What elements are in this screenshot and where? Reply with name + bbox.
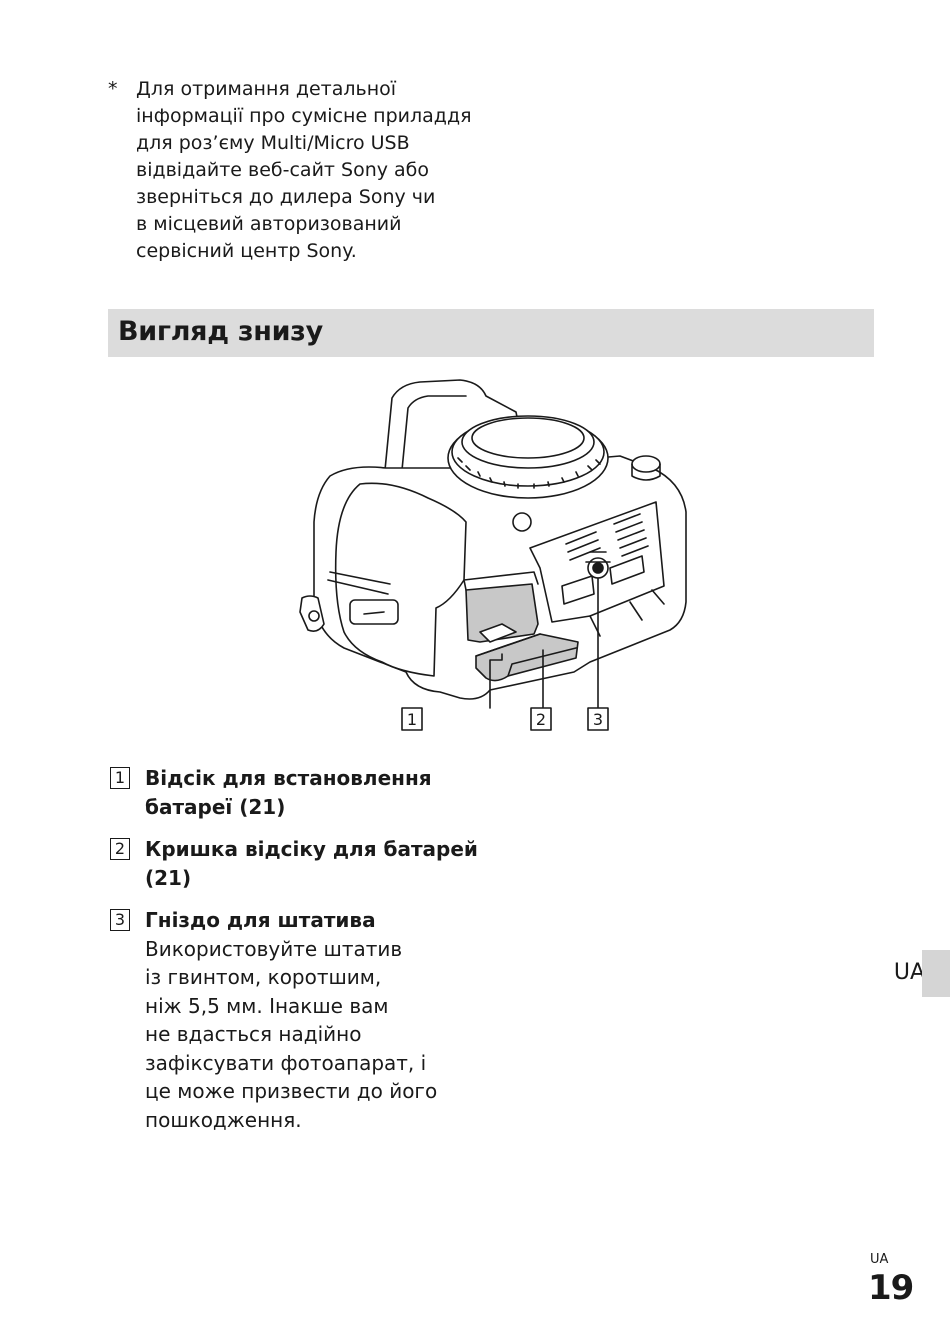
strap-lug	[299, 595, 325, 632]
footnote-marker: *	[108, 78, 118, 100]
callout-box-2	[530, 707, 552, 731]
footnote-line: сервісний центр Sony.	[136, 240, 357, 262]
footnote: * Для отримання детальної інформації про…	[108, 76, 528, 265]
item-title: Гніздо для штатива	[145, 908, 376, 932]
callout-1: 1	[407, 710, 417, 729]
camera-bottom-illustration: 1 2 3	[290, 372, 710, 736]
af-button	[512, 512, 532, 532]
footnote-line: відвідайте веб-сайт Sony або	[136, 159, 430, 181]
footnote-line: для роз’єму Multi/Micro USB	[136, 132, 410, 154]
footnote-line: інформації про сумісне приладдя	[136, 105, 472, 127]
camera-drawing: 1 2 3	[299, 379, 687, 731]
language-tab-label: UA	[893, 960, 925, 985]
parts-item: 3 Гніздо для штатива Використовуйте штат…	[110, 906, 550, 1134]
item-title: Відсік для встановлення	[145, 766, 432, 790]
item-title: Кришка відсіку для батарей	[145, 837, 478, 861]
page-number: 19	[868, 1268, 914, 1308]
footnote-line: зверніться до дилера Sony чи	[136, 186, 436, 208]
parts-list: 1 Відсік для встановлення батареї (21) 2…	[110, 764, 550, 1148]
leader-line-1	[489, 653, 503, 709]
callout-2: 2	[536, 710, 546, 729]
item-description: ніж 5,5 мм. Інакше вам	[145, 993, 389, 1018]
section-title: Вигляд знизу	[118, 316, 323, 347]
language-tab: UA	[839, 950, 950, 997]
parts-item: 1 Відсік для встановлення батареї (21)	[110, 764, 550, 821]
item-title: батареї (21)	[145, 794, 286, 819]
item-description: це може призвести до його	[145, 1079, 438, 1103]
battery-cover	[475, 633, 579, 682]
mode-dial	[631, 455, 661, 473]
item-description: із гвинтом, коротшим,	[145, 965, 382, 989]
item-description: не вдасться надійно	[145, 1022, 362, 1046]
grip	[334, 482, 467, 677]
footnote-line: в місцевий авторизований	[136, 213, 402, 235]
callout-3: 3	[593, 710, 603, 729]
item-description: зафіксувати фотоапарат, і	[145, 1050, 427, 1075]
section-header: Вигляд знизу	[108, 309, 874, 357]
item-number: 3	[110, 909, 130, 931]
item-number: 1	[110, 767, 130, 789]
language-tab-marker	[922, 950, 950, 997]
item-number: 2	[110, 838, 130, 860]
item-description: Використовуйте штатив	[145, 936, 403, 961]
footnote-line: Для отримання детальної	[136, 78, 397, 100]
battery-compartment	[465, 583, 539, 643]
callout-box-1	[401, 707, 423, 731]
page-language: UA	[870, 1252, 889, 1267]
parts-item: 2 Кришка відсіку для батарей (21)	[110, 835, 550, 892]
item-title: (21)	[145, 865, 192, 890]
item-description: пошкодження.	[145, 1107, 302, 1132]
callout-box-3	[587, 707, 609, 731]
